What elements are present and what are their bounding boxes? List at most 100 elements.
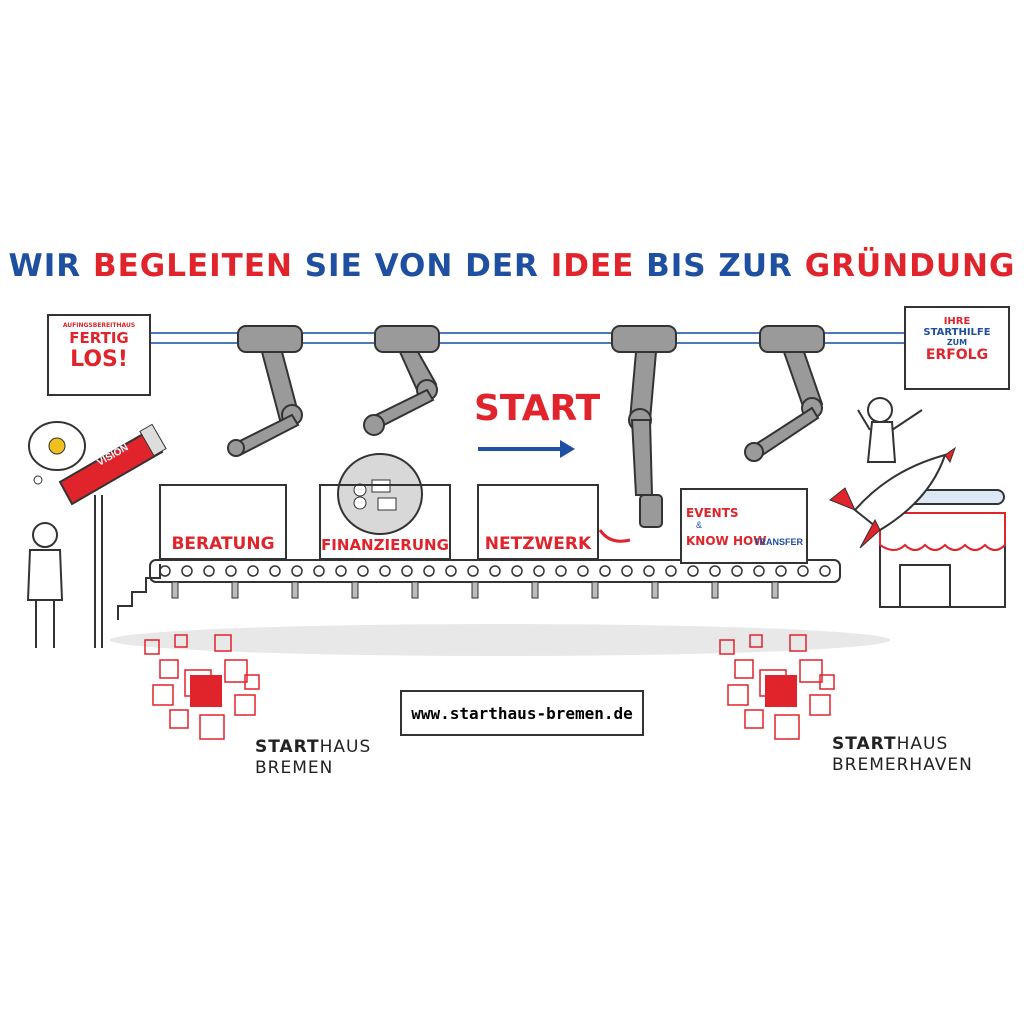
person-cheering-icon — [857, 397, 923, 463]
logo-text-bremerhaven: STARTHAUS BREMERHAVEN — [832, 734, 973, 776]
headline: WIR BEGLEITEN SIE VON DER IDEE BIS ZUR G… — [0, 248, 1024, 284]
conveyor-roller — [489, 565, 501, 577]
conveyor-roller — [335, 565, 347, 577]
station-netzwerk: NETZWERK — [477, 484, 599, 560]
conveyor-leg — [771, 581, 779, 599]
conveyor-roller — [555, 565, 567, 577]
headline-word: WIR — [8, 248, 82, 284]
robot-arm-1-icon — [227, 325, 303, 457]
conveyor-leg — [471, 581, 479, 599]
conveyor-roller — [445, 565, 457, 577]
conveyor-roller — [247, 565, 259, 577]
logo-square — [144, 639, 160, 655]
conveyor-roller — [797, 565, 809, 577]
logo-square-filled — [765, 675, 797, 707]
logo-square — [244, 674, 260, 690]
conveyor-roller — [687, 565, 699, 577]
telescope-icon — [58, 423, 167, 648]
headline-word: IDEE — [550, 248, 635, 284]
thought-bubble-icon — [28, 421, 86, 485]
station-label: NETZWERK — [484, 534, 592, 554]
headline-word: BEGLEITEN — [92, 248, 293, 284]
logo-square — [169, 709, 189, 729]
start-label: START — [474, 388, 601, 429]
conveyor-belt — [117, 559, 841, 620]
conveyor-roller — [709, 565, 721, 577]
station-label: EVENTS — [686, 506, 739, 520]
logo-square — [174, 634, 188, 648]
conveyor-roller — [577, 565, 589, 577]
conveyor-roller — [643, 565, 655, 577]
station-label: KNOW HOW — [686, 534, 767, 548]
headline-word: BIS ZUR — [646, 248, 793, 284]
logo-square — [234, 694, 256, 716]
headline-word: SIE VON DER — [304, 248, 539, 284]
conveyor-roller — [665, 565, 677, 577]
sign-line: STARTHILFE — [923, 327, 991, 338]
conveyor-leg — [291, 581, 299, 599]
logo-square — [809, 694, 831, 716]
logo-light: HAUS — [896, 734, 949, 754]
money-bag-icon — [337, 453, 423, 535]
conveyor-leg — [651, 581, 659, 599]
conveyor-roller — [467, 565, 479, 577]
station-events: EVENTS & KNOW HOW TRANSFER — [680, 488, 808, 564]
logo-line2: BREMEN — [255, 758, 334, 778]
conveyor-roller — [731, 565, 743, 577]
arrow-right-icon — [478, 440, 575, 458]
logo-square — [789, 634, 807, 652]
sign-line: IHRE — [943, 316, 971, 327]
logo-square — [719, 639, 735, 655]
person-thinking-icon — [26, 522, 64, 648]
website-url-text: www.starthaus-bremen.de — [411, 703, 633, 723]
station-beratung: BERATUNG — [159, 484, 287, 560]
logo-square — [199, 714, 225, 740]
conveyor-roller — [357, 565, 369, 577]
conveyor-roller — [753, 565, 765, 577]
logo-bold: START — [832, 734, 897, 754]
conveyor-leg — [351, 581, 359, 599]
station-label: FINANZIERUNG — [321, 536, 449, 554]
logo-bold: START — [255, 737, 320, 757]
conveyor-roller — [159, 565, 171, 577]
logo-square — [749, 634, 763, 648]
sign-fertig-los: AUFINGSBEREITHAUS FERTIG LOS! — [47, 314, 151, 396]
conveyor-roller — [313, 565, 325, 577]
sign-small-text: AUFINGSBEREITHAUS — [62, 322, 136, 329]
conveyor-roller — [401, 565, 413, 577]
logo-starthaus-bremen-icon — [144, 634, 260, 740]
station-finanzierung: FINANZIERUNG — [319, 484, 451, 560]
robot-arm-2-icon — [363, 325, 440, 436]
logo-text-bremen: STARTHAUS BREMEN — [255, 737, 371, 779]
rocket-icon — [829, 446, 956, 549]
logo-square — [799, 659, 823, 683]
logo-square-filled — [190, 675, 222, 707]
conveyor-roller — [423, 565, 435, 577]
station-label: BERATUNG — [171, 534, 275, 554]
logo-starthaus-bremerhaven-icon — [719, 634, 835, 740]
website-url[interactable]: www.starthaus-bremen.de — [400, 690, 644, 736]
conveyor-roller — [379, 565, 391, 577]
station-label: TRANSFER — [754, 537, 803, 547]
conveyor-roller — [225, 565, 237, 577]
conveyor-leg — [411, 581, 419, 599]
conveyor-leg — [591, 581, 599, 599]
conveyor-roller — [203, 565, 215, 577]
conveyor-roller — [511, 565, 523, 577]
conveyor-roller — [819, 565, 831, 577]
logo-square — [727, 684, 749, 706]
conveyor-roller — [533, 565, 545, 577]
sign-starthilfe: IHRE STARTHILFE ZUM ERFOLG — [904, 306, 1010, 390]
logo-square — [774, 714, 800, 740]
logo-light: HAUS — [319, 737, 372, 757]
headline-word: GRÜNDUNG — [804, 248, 1016, 284]
conveyor-leg — [171, 581, 179, 599]
logo-square — [159, 659, 179, 679]
sign-line: ZUM — [946, 338, 968, 347]
swoosh-mark — [598, 529, 631, 543]
logo-square — [152, 684, 174, 706]
conveyor-roller — [291, 565, 303, 577]
logo-square — [819, 674, 835, 690]
conveyor-roller — [621, 565, 633, 577]
